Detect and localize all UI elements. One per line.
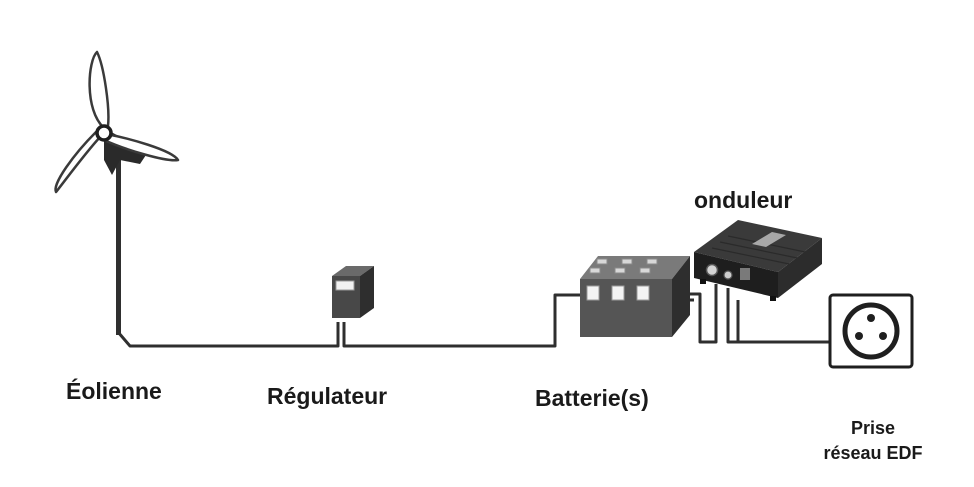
inverter-icon — [694, 220, 822, 301]
wind-turbine-icon — [54, 50, 180, 335]
onduleur-label: onduleur — [694, 187, 793, 213]
inverter-to-outlet-wire — [726, 288, 740, 344]
prise-label: Prise réseau EDF — [798, 416, 948, 466]
batteries-label: Batterie(s) — [535, 385, 649, 411]
power-outlet-icon — [828, 293, 914, 369]
regulator-output-wire — [342, 293, 580, 348]
battery-icon — [580, 256, 690, 337]
turbine-to-regulator-wire — [116, 175, 340, 348]
regulateur-label: Régulateur — [267, 383, 388, 409]
prise-label-line1: Prise — [850, 418, 896, 438]
regulator-icon — [332, 266, 374, 318]
eolienne-label: Éolienne — [66, 378, 162, 404]
battery-to-inverter-wire-1 — [672, 284, 718, 344]
prise-label-line2: réseau EDF — [823, 443, 923, 463]
